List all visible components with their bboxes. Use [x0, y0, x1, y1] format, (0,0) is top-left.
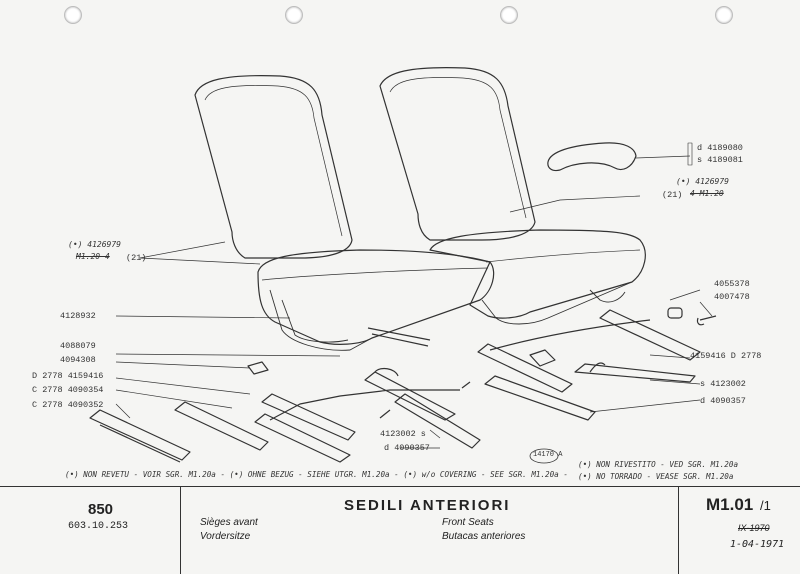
- ref-4126979-right: (•) 4126979: [676, 177, 729, 186]
- left-seat-frame: [269, 289, 373, 351]
- right-seat-cushion: [429, 229, 646, 319]
- punch-hole: [285, 6, 303, 24]
- ref-21-right: (21): [662, 190, 683, 200]
- clip: [247, 361, 269, 375]
- title-italian: SEDILI ANTERIORI: [344, 497, 511, 514]
- footnote-it: (•) NON RIVESTITO - VED SGR. M1.20a: [578, 460, 739, 469]
- title-block: 850 603.10.253 SEDILI ANTERIORI Sièges a…: [0, 486, 800, 574]
- figure-number: 14170 A: [533, 451, 563, 459]
- model-code: 603.10.253: [68, 521, 129, 532]
- part-4090352: C 2778 4090352: [32, 400, 104, 410]
- part-4007478: 4007478: [714, 292, 750, 302]
- part-4128932: 4128932: [60, 311, 96, 321]
- punch-hole: [715, 6, 733, 24]
- part-4189081: s 4189081: [697, 155, 743, 165]
- punch-hole: [500, 6, 518, 24]
- left-seat-cushion: [257, 249, 495, 345]
- ref-4126979-left: (•) 4126979: [68, 240, 121, 249]
- sheet-number: /1: [760, 498, 771, 513]
- ref-m120-right: 4 M1.20: [690, 189, 724, 198]
- ref-m120-left: M1.20 4: [76, 252, 110, 261]
- part-4055378: 4055378: [714, 279, 750, 289]
- title-english: Front Seats: [442, 517, 494, 528]
- ref-21-left: (21): [126, 253, 147, 263]
- right-seat-backrest: [379, 67, 536, 241]
- title-french: Sièges avant: [200, 517, 258, 528]
- part-4189080: d 4189080: [697, 143, 743, 153]
- bushing: [667, 307, 683, 319]
- bolt: [696, 315, 717, 326]
- part-4159416-right: 4159416 D 2778: [690, 351, 762, 361]
- date-revision: 1-04-1971: [730, 539, 785, 550]
- part-4088079: 4088079: [60, 341, 96, 351]
- part-4090354: C 2778 4090354: [32, 385, 104, 395]
- part-4123002-right: s 4123002: [700, 379, 746, 389]
- date-superseded: IX-1970: [738, 523, 770, 533]
- armrest-handle: [547, 142, 637, 172]
- right-seat-frame: [481, 281, 633, 325]
- footnote-line1: (•) NON REVETU - VOIR SGR. M1.20a - (•) …: [65, 470, 568, 479]
- part-4090357-center: d 4090357: [384, 443, 430, 453]
- part-4159416: D 2778 4159416: [32, 371, 104, 381]
- punch-hole: [64, 6, 82, 24]
- part-4123002-center: 4123002 s: [380, 429, 426, 439]
- left-rails: [89, 367, 481, 463]
- part-4090357-right: d 4090357: [700, 396, 746, 406]
- left-seat-backrest: [194, 75, 353, 259]
- footnote-es: (•) NO TORRADO - VEASE SGR. M1.20a: [578, 472, 734, 481]
- part-4094308: 4094308: [60, 355, 96, 365]
- right-rails: [477, 309, 701, 421]
- exploded-seat-drawing: [89, 67, 717, 464]
- sheet-group: M1.01: [706, 495, 754, 514]
- model-number: 850: [88, 501, 114, 518]
- title-german: Vordersitze: [200, 531, 251, 542]
- title-spanish: Butacas anteriores: [442, 531, 526, 542]
